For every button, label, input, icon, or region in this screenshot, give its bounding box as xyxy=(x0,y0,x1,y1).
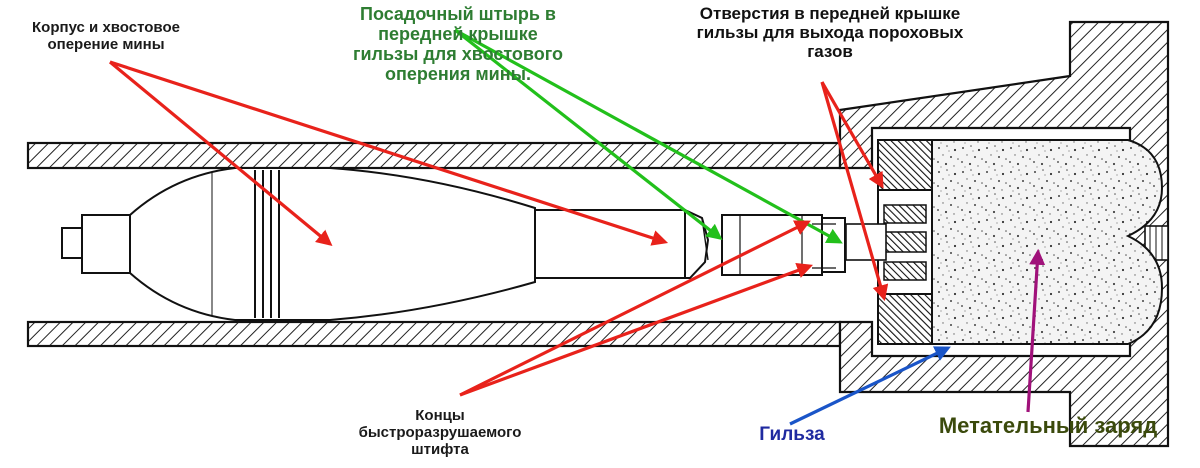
barrel-top-wall xyxy=(26,141,842,170)
arrow-case xyxy=(789,346,951,426)
arrow-body-fins-1 xyxy=(108,60,333,247)
label-pin: Посадочный штырь в передней крышке гильз… xyxy=(352,4,563,85)
arrow-pin-1 xyxy=(454,28,723,240)
label-holes: Отверстия в передней крышке гильзы для в… xyxy=(696,4,964,62)
arrow-pin-2 xyxy=(454,28,843,244)
arrow-body-fins-2 xyxy=(109,60,669,246)
arrow-holes-2 xyxy=(820,81,889,302)
barrel-bottom-wall xyxy=(26,320,842,348)
arrow-charge xyxy=(1026,248,1046,413)
arrow-pin-ends-2 xyxy=(459,262,814,397)
label-pin-ends: Концы быстроразрушаемого штифта xyxy=(358,407,522,458)
case-front-lid xyxy=(845,139,933,345)
label-body-fins: Корпус и хвостовое оперение мины xyxy=(32,19,180,53)
breech-block xyxy=(838,20,1170,448)
arrow-holes-1 xyxy=(820,81,884,189)
label-case: Гильза xyxy=(759,424,825,445)
propellant-charge xyxy=(929,139,1164,345)
label-charge: Метательный заряд xyxy=(938,413,1158,438)
arrow-pin-ends-1 xyxy=(459,220,811,397)
